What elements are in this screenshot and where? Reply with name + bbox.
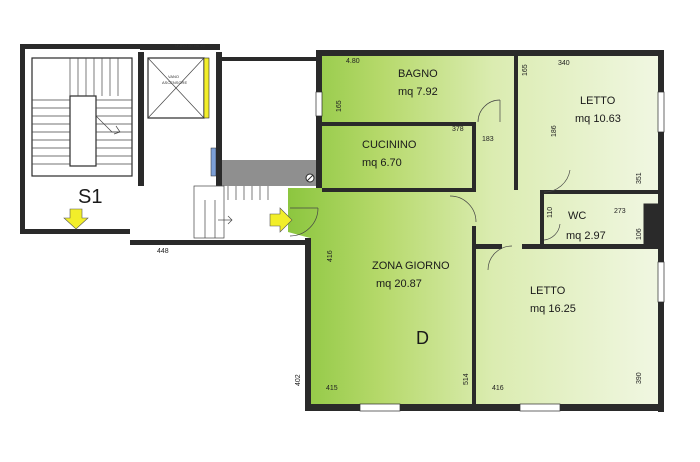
building-label: S1 — [78, 186, 102, 208]
lift-cross-b — [147, 57, 205, 119]
room-name-zona-giorno: ZONA GIORNO — [372, 260, 450, 272]
window-bottom-2 — [519, 403, 561, 412]
wall-bottom-corridor — [130, 240, 310, 245]
wall-bagno-cucinino — [322, 122, 476, 126]
wall-bagno-letto — [514, 52, 518, 124]
wall-bottom-left — [20, 229, 130, 234]
lift-label-2: ASCENSORE — [162, 80, 187, 85]
dim-110: 110 — [547, 207, 554, 218]
entry-arrow-right-icon — [269, 207, 293, 233]
dim-273: 273 — [614, 208, 626, 215]
window-right-2 — [657, 261, 665, 303]
window-right-1 — [657, 91, 665, 133]
stair-outline — [31, 57, 133, 177]
dimension-labels: 4.80 165 340 165 378 183 186 351 110 273… — [295, 58, 643, 392]
room-area-wc: mq 2.97 — [566, 230, 606, 242]
wall-top-left — [20, 44, 140, 49]
dim-378: 378 — [452, 126, 464, 133]
wall-left — [20, 44, 25, 234]
landing-gray — [222, 160, 318, 186]
ext-wall-right — [658, 50, 664, 412]
wall-cucinino-bottom — [322, 188, 476, 192]
window-left — [315, 91, 323, 117]
wall-top-mid — [222, 57, 320, 61]
dim-165a: 165 — [336, 100, 343, 112]
wall-letto-bottom — [540, 190, 662, 194]
dim-106: 106 — [636, 228, 643, 240]
room-name-bagno: BAGNO — [398, 68, 438, 80]
dim-183: 183 — [482, 136, 494, 143]
dim-340: 340 — [558, 60, 570, 67]
door-swings — [289, 99, 571, 271]
room-labels: BAGNO mq 7.92 LETTO mq 10.63 CUCININO mq… — [362, 68, 621, 348]
window-bottom-1 — [359, 403, 401, 412]
wall-letto2-top — [476, 244, 502, 249]
wall-top-lift — [140, 44, 220, 50]
ext-wall-left-lower — [305, 238, 311, 410]
room-name-letto-top: LETTO — [580, 95, 616, 107]
stair-well — [69, 95, 97, 167]
dim-416a: 416 — [327, 250, 334, 262]
dim-415: 415 — [326, 385, 338, 392]
dim-448: 448 — [157, 248, 169, 255]
ext-wall-bottom — [305, 404, 664, 411]
entry-arrow-down-icon — [63, 208, 89, 230]
ext-wall-left-upper — [316, 50, 322, 188]
wall-cucinino-right — [472, 122, 476, 192]
window-marker — [210, 147, 217, 177]
room-name-letto-bottom: LETTO — [530, 285, 566, 297]
room-area-letto-bottom: mq 16.25 — [530, 303, 576, 315]
room-name-wc: WC — [568, 210, 586, 222]
lift-door-strip — [203, 57, 210, 119]
wall-lift-left — [138, 52, 144, 186]
ext-wall-top — [318, 50, 664, 56]
wall-zona-letto — [472, 226, 476, 406]
landing-steps — [193, 185, 269, 239]
note-top: MURO 50 cm 15 — [175, 43, 206, 48]
wall-letto-left — [514, 124, 518, 190]
unit-label: D — [416, 328, 429, 348]
dim-390: 390 — [636, 372, 643, 384]
common-area: VANO ASCENSORE MURO 50 cm 15 S1 448 — [20, 43, 320, 255]
dim-351: 351 — [636, 172, 643, 184]
room-area-cucinino: mq 6.70 — [362, 157, 402, 169]
wc-window-box — [643, 203, 659, 245]
room-area-zona-giorno: mq 20.87 — [376, 278, 422, 290]
dim-514: 514 — [463, 373, 470, 385]
dim-165b: 165 — [522, 64, 529, 76]
dim-186: 186 — [551, 125, 558, 137]
dim-480: 4.80 — [346, 58, 360, 65]
dim-416b: 416 — [492, 385, 504, 392]
lift-label-1: VANO — [168, 74, 179, 79]
dim-402: 402 — [295, 374, 302, 386]
wall-wc-bottom — [540, 244, 662, 249]
wall-lift-right — [216, 52, 222, 186]
wall-wc-left — [540, 190, 544, 246]
room-area-letto-top: mq 10.63 — [575, 113, 621, 125]
apartment-walls — [305, 50, 665, 412]
room-name-cucinino: CUCININO — [362, 139, 417, 151]
room-area-bagno: mq 7.92 — [398, 86, 438, 98]
stair-treads — [32, 58, 132, 165]
meter-needle — [306, 174, 314, 182]
wall-letto2-top-b — [522, 244, 542, 249]
